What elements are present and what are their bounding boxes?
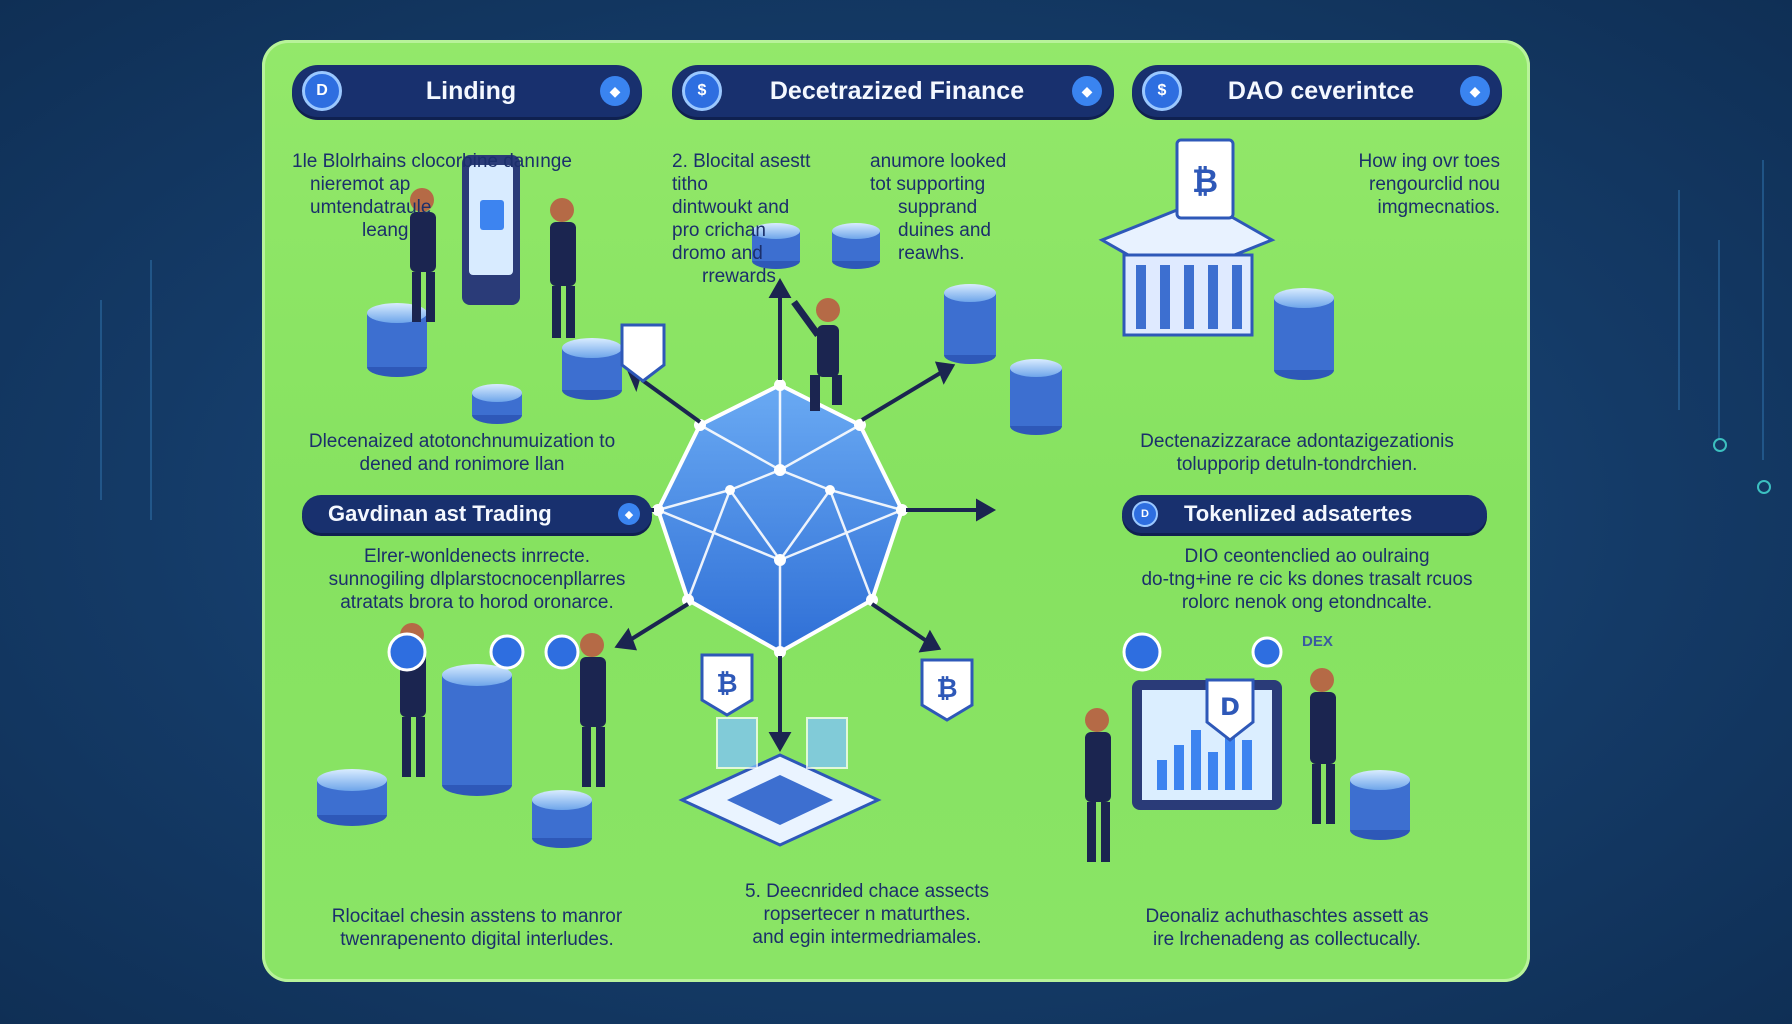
center-caption-line: and egin intermedriamales. xyxy=(752,927,982,948)
shield-icon xyxy=(620,323,666,383)
trading-intro-line: sunnogiling dlplarstocnocenpllarres xyxy=(328,569,626,590)
network-icon: ◆ xyxy=(618,503,640,525)
dao-title: DAO ceverintce xyxy=(1227,76,1415,105)
lending-intro-line: leang xyxy=(362,220,409,241)
trading-title-pill: Gavdinan ast Trading ◆ xyxy=(302,495,652,533)
circuit-line xyxy=(1762,160,1764,460)
tokenized-intro: DIO ceontenclied ao oulraing do-tng+ine … xyxy=(1102,545,1512,614)
defi-intro-left: 2. Blocital asestt titho dintwoukt and p… xyxy=(672,150,832,288)
trading-intro-line: atratats brora to horod oronarce. xyxy=(340,592,614,613)
bitcoin-icon: ₿ xyxy=(700,653,754,717)
center-caption: 5. Deecnrided chace assects ropsertecer … xyxy=(702,880,1032,949)
tokenized-caption: Deonaliz achuthaschtes assett as ire lrc… xyxy=(1082,905,1492,951)
circuit-line xyxy=(1678,190,1680,410)
trading-title: Gavdinan ast Trading xyxy=(328,501,552,526)
svg-text:₿: ₿ xyxy=(1192,162,1218,200)
center-caption-line: ropsertecer n maturthes. xyxy=(763,904,971,925)
dollar-coin-icon: $ xyxy=(682,71,722,111)
person-figure xyxy=(550,198,576,338)
dao-intro-line: imgmecnatios. xyxy=(1377,197,1501,218)
person-figure xyxy=(580,633,606,787)
defi-intro-line: dintwoukt and xyxy=(672,197,790,218)
illustration-layer: ₿ ₿ xyxy=(317,138,1410,862)
network-icon: ◆ xyxy=(1072,76,1102,106)
circuit-node xyxy=(1757,480,1771,494)
lending-caption: Dlecenaized atotonchnumuization to dened… xyxy=(282,430,642,476)
svg-text:₿: ₿ xyxy=(936,674,957,704)
lending-title-pill: D Linding ◆ xyxy=(292,65,642,117)
circuit-node xyxy=(1713,438,1727,452)
tokenized-intro-line: DIO ceontenclied ao oulraing xyxy=(1184,546,1430,567)
coin-stack xyxy=(317,223,1410,848)
lending-intro-line: 1le Blolrhains clocorbine danınge xyxy=(292,151,572,172)
blockchain-network-icon xyxy=(652,298,908,658)
defi-intro-line: rrewards xyxy=(702,266,776,287)
dao-caption-line: tolupporip detuln-tondrchien. xyxy=(1176,454,1418,475)
dao-title-pill: $ DAO ceverintce ◆ xyxy=(1132,65,1502,117)
lending-intro-line: nieremot ap xyxy=(310,174,411,195)
dollar-coin-icon xyxy=(387,632,1283,672)
dao-intro-line: rengourclid nou xyxy=(1369,174,1500,195)
infographic-panel: ₿ ₿ xyxy=(262,40,1530,982)
bitcoin-icon: ₿ xyxy=(920,658,974,722)
center-caption-line: 5. Deecnrided chace assects xyxy=(745,881,989,902)
dollar-coin-icon: D xyxy=(1132,501,1158,527)
defi-title: Decetrazized Finance xyxy=(769,76,1025,105)
tokenized-title-pill: D Tokenlized adsatertes xyxy=(1122,495,1487,533)
defi-intro-line: pro crichan xyxy=(672,220,766,241)
svg-text:₿: ₿ xyxy=(716,669,737,699)
shield-icon: D xyxy=(1205,678,1255,742)
network-icon: ◆ xyxy=(1460,76,1490,106)
defi-intro-line: supprand xyxy=(898,197,978,218)
trading-intro-line: Elrer-wonldenects inrrecte. xyxy=(364,546,590,567)
dao-intro: How ing ovr toes rengourclid nou imgmecn… xyxy=(1242,150,1500,219)
dao-intro-line: How ing ovr toes xyxy=(1358,151,1500,172)
dollar-coin-icon: D xyxy=(302,71,342,111)
dao-caption-line: Dectenazizzarace adontazigezationis xyxy=(1140,431,1454,452)
trading-caption: Rlocitael chesin asstens to manror twenr… xyxy=(302,905,652,951)
defi-intro-line: 2. Blocital asestt titho xyxy=(672,151,811,195)
platform-tiles xyxy=(678,717,882,847)
defi-intro-line: duines and xyxy=(898,220,991,241)
tokenized-title: Tokenlized adsatertes xyxy=(1184,501,1413,526)
trading-intro: Elrer-wonldenects inrrecte. sunnogiling … xyxy=(282,545,672,614)
dollar-coin-icon: $ xyxy=(1142,71,1182,111)
kiosk-screen-icon xyxy=(462,155,520,305)
network-icon: ◆ xyxy=(600,76,630,106)
defi-intro-line: reawhs. xyxy=(898,243,965,264)
lending-intro-line: umtendatraule xyxy=(310,197,432,218)
tokenized-intro-line: do-tng+ine re cic ks dones trasalt rcuos xyxy=(1141,569,1473,590)
dao-caption: Dectenazizzarace adontazigezationis tolu… xyxy=(1092,430,1502,476)
circuit-line xyxy=(150,260,152,520)
tokenized-caption-line: ire lrchenadeng as collectucally. xyxy=(1153,929,1421,950)
trading-caption-line: twenrapenento digital interludes. xyxy=(340,929,614,950)
defi-intro-line: tot supporting xyxy=(870,174,986,195)
tokenized-intro-line: rolorc nenok ong etondncalte. xyxy=(1181,592,1433,613)
person-figure xyxy=(1310,668,1336,824)
circuit-line xyxy=(100,300,102,500)
lending-caption-line: dened and ronimore llan xyxy=(359,454,565,475)
person-figure xyxy=(1085,708,1111,862)
defi-intro-right: anumore looked tot supporting supprand d… xyxy=(870,150,1070,265)
person-figure xyxy=(791,298,842,411)
trading-caption-line: Rlocitael chesin asstens to manror xyxy=(331,906,623,927)
circuit-line xyxy=(1718,240,1720,440)
svg-text:D: D xyxy=(1220,693,1240,721)
lending-intro: 1le Blolrhains clocorbine danınge nierem… xyxy=(292,150,602,242)
defi-intro-line: anumore looked xyxy=(870,151,1007,172)
tokenized-caption-line: Deonaliz achuthaschtes assett as xyxy=(1145,906,1429,927)
person-figure xyxy=(410,188,436,322)
lending-title: Linding xyxy=(425,76,517,105)
defi-intro-line: dromo and xyxy=(672,243,763,264)
lending-caption-line: Dlecenaized atotonchnumuization to xyxy=(308,431,616,452)
dex-label: DEX xyxy=(1302,633,1333,650)
bank-building-icon: ₿ xyxy=(1098,138,1276,337)
defi-title-pill: $ Decetrazized Finance ◆ xyxy=(672,65,1114,117)
